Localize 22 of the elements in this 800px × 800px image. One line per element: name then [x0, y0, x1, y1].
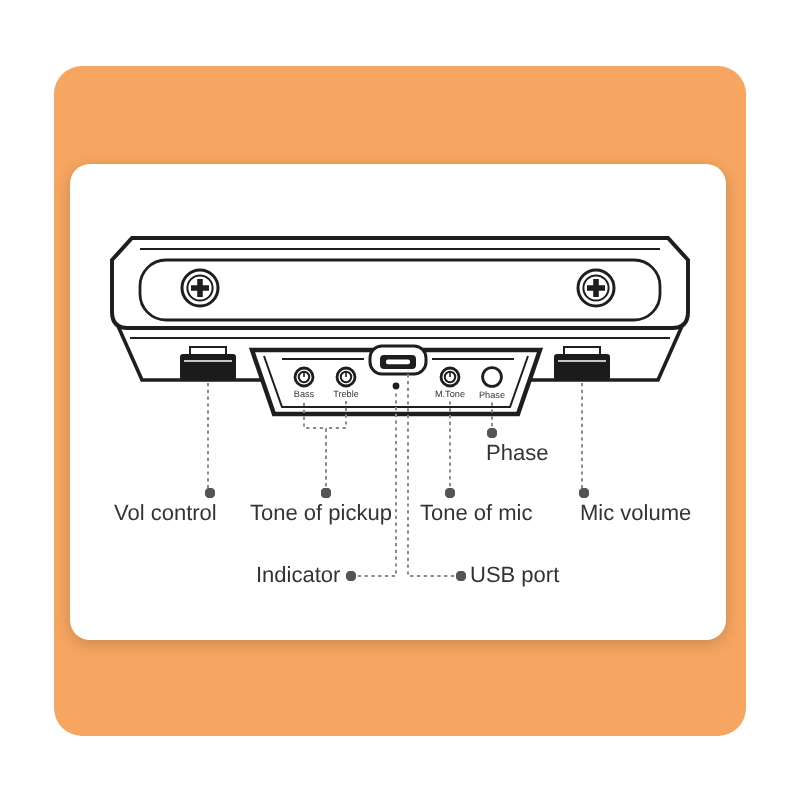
knob — [293, 366, 315, 400]
knob — [434, 366, 466, 400]
callout-label: Mic volume — [580, 502, 692, 526]
callout-label: USB port — [470, 564, 560, 588]
callout-label: Tone of mic — [420, 502, 533, 526]
leader-line — [204, 380, 216, 499]
callout-label: Phase — [486, 442, 549, 466]
callout-label: Tone of pickup — [250, 502, 392, 526]
callout-label: Vol control — [114, 502, 217, 526]
leader-line — [444, 399, 456, 499]
jack-socket — [478, 366, 506, 400]
leader-line — [578, 380, 590, 499]
leader-line — [345, 389, 397, 582]
usb-port — [380, 355, 416, 369]
indicator-light — [392, 382, 400, 390]
leader-line — [407, 369, 467, 582]
leader-line — [320, 399, 347, 499]
leader-line — [486, 399, 498, 439]
callout-label: Indicator — [256, 564, 341, 588]
thumb-wheel — [180, 346, 236, 380]
knob — [333, 366, 359, 400]
thumb-wheel — [554, 346, 610, 380]
